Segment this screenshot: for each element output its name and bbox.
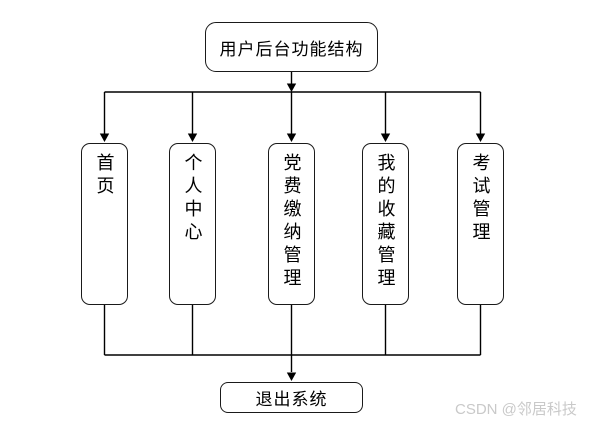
node-party-fee-payment-management: 党费缴纳管理	[268, 143, 315, 305]
node-personal-center-label: 个人中心	[182, 153, 203, 245]
node-home: 首页	[81, 143, 128, 305]
node-my-favorites-management: 我的收藏管理	[362, 143, 409, 305]
node-my-favorites-management-label: 我的收藏管理	[375, 153, 396, 291]
node-logout-system: 退出系统	[220, 382, 363, 413]
node-home-label: 首页	[94, 153, 115, 199]
csdn-watermark: CSDN @邻居科技	[455, 401, 577, 418]
node-party-fee-payment-management-label: 党费缴纳管理	[281, 153, 302, 291]
node-root: 用户后台功能结构	[205, 22, 378, 72]
node-logout-system-label: 退出系统	[255, 390, 328, 409]
node-exam-management-label: 考试管理	[470, 153, 491, 245]
node-root-label: 用户后台功能结构	[219, 39, 364, 59]
node-personal-center: 个人中心	[169, 143, 216, 305]
node-exam-management: 考试管理	[457, 143, 504, 305]
arrowheads	[99, 83, 486, 381]
